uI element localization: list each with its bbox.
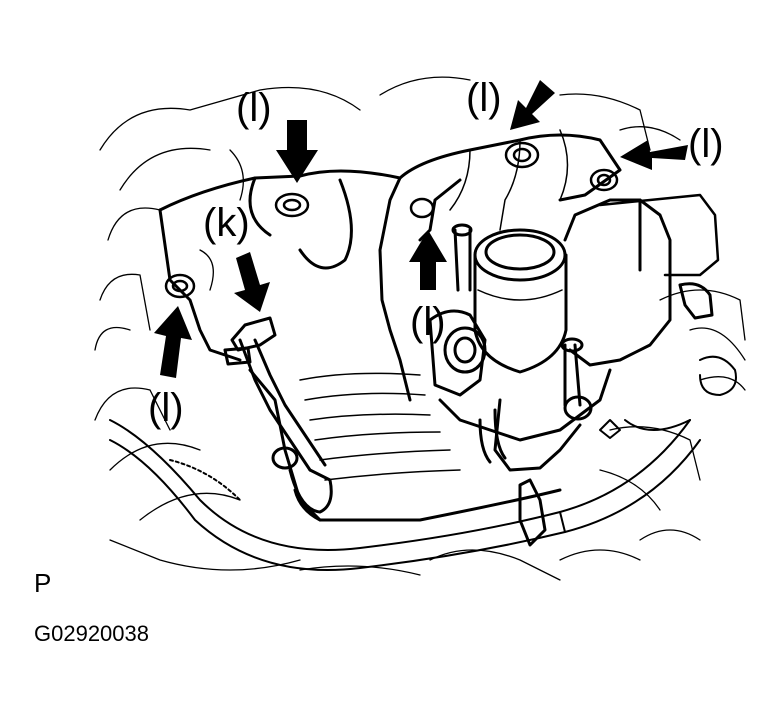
callout-l-top-right: (l) — [688, 122, 724, 166]
arrow-top-right — [620, 140, 688, 170]
bolt-top-left — [274, 192, 310, 218]
arrow-bottom-left — [154, 306, 192, 378]
callout-l-top-middle: (l) — [466, 76, 502, 120]
arrow-top-left — [276, 120, 318, 183]
callout-l-top-left: (l) — [236, 86, 272, 130]
arrows — [154, 80, 688, 378]
callout-l-bottom-left: (l) — [148, 386, 184, 430]
arrow-k — [234, 252, 270, 312]
bolt-left — [164, 273, 196, 299]
hoses-and-wires — [109, 355, 737, 571]
callout-l-center: (l) — [410, 300, 446, 344]
bolt-center — [409, 197, 435, 219]
callout-k: (k) — [203, 201, 250, 245]
arrow-top-middle — [510, 80, 555, 130]
figure-code: G02920038 — [34, 621, 149, 646]
wire-bracket — [223, 316, 547, 547]
bolt-top-right — [589, 168, 619, 192]
arrow-center — [409, 230, 447, 290]
intake-manifold — [158, 133, 622, 522]
bolts — [164, 141, 619, 299]
throttle-body — [428, 193, 720, 472]
view-letter: P — [34, 568, 52, 598]
bolt-top-middle — [504, 141, 540, 169]
manifold-runners — [299, 129, 569, 481]
